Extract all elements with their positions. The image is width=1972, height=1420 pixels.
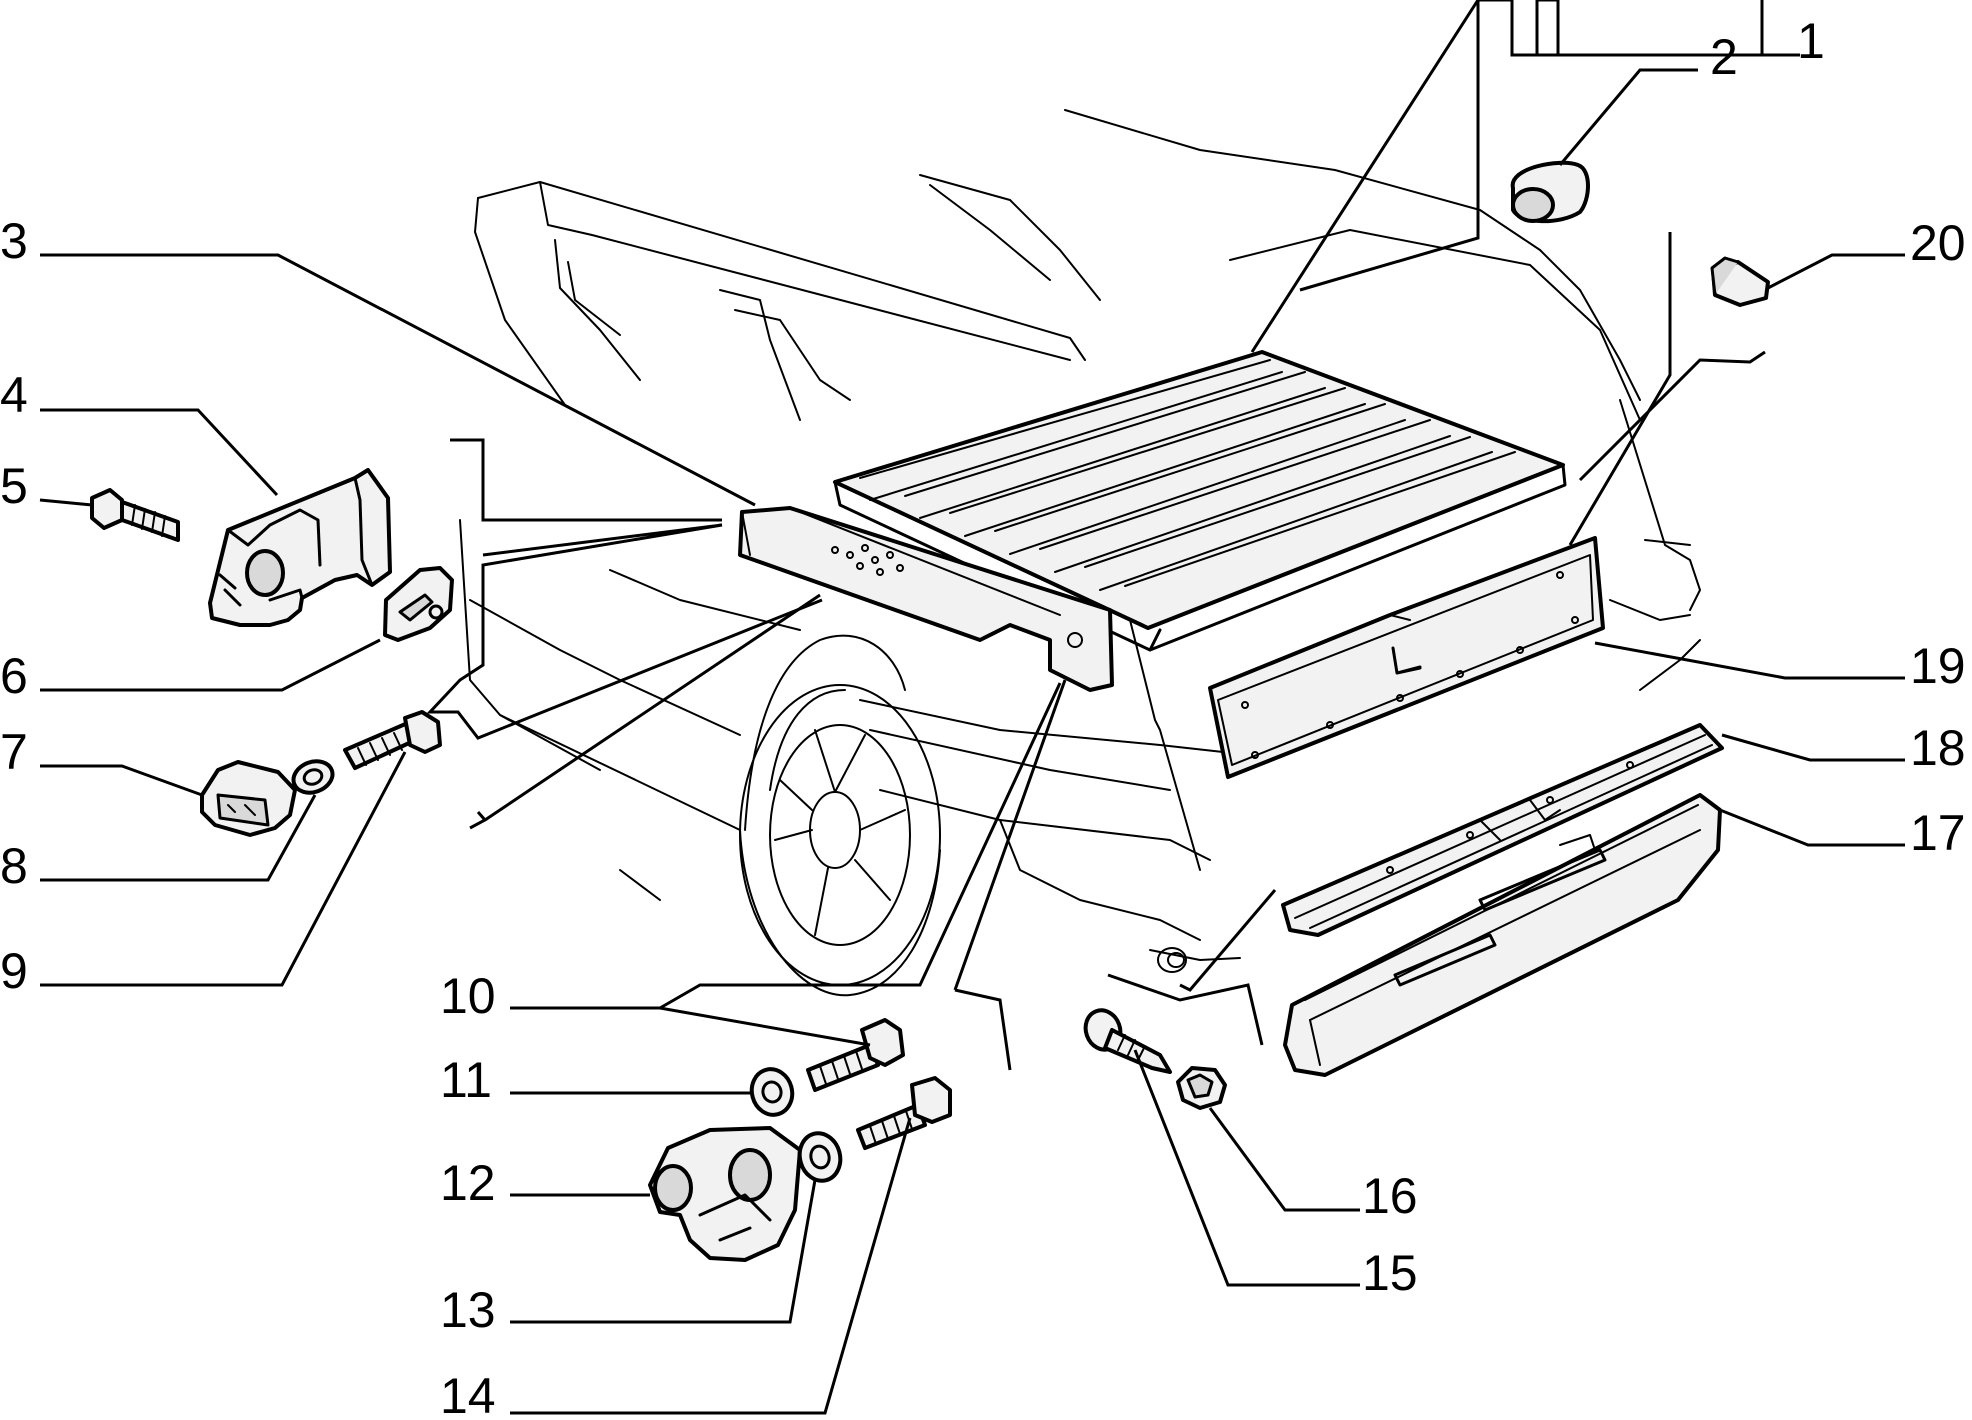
callout-2: 2 <box>1710 29 1738 85</box>
callout-17: 17 <box>1910 805 1966 861</box>
callout-5: 5 <box>0 458 28 514</box>
callout-1: 1 <box>1797 13 1825 69</box>
rear-panel <box>1208 536 1605 779</box>
car-body-outline <box>459 109 1701 997</box>
callout-12: 12 <box>440 1155 496 1211</box>
callout-10: 10 <box>440 968 496 1024</box>
hinge-bracket <box>208 468 392 627</box>
callout-14: 14 <box>440 1368 496 1415</box>
lock-striker <box>648 1126 802 1262</box>
callout-9: 9 <box>0 943 28 999</box>
callout-20: 20 <box>1910 215 1966 271</box>
stud-bolt-9 <box>343 710 442 770</box>
callout-15: 15 <box>1362 1245 1418 1301</box>
hex-bolt <box>90 488 180 542</box>
callout-8: 8 <box>0 838 28 894</box>
rubber-buffer <box>1510 160 1590 224</box>
parcel-shelf <box>833 350 1567 652</box>
callout-4: 4 <box>0 367 28 423</box>
washer-13 <box>797 1131 843 1183</box>
callout-11: 11 <box>440 1052 492 1108</box>
tapping-screw-15 <box>1083 1008 1172 1074</box>
callout-3: 3 <box>0 213 28 269</box>
callout-18: 18 <box>1910 720 1966 776</box>
shelf-support-bracket <box>738 506 1114 692</box>
lock-connector <box>200 760 297 837</box>
callout-13: 13 <box>440 1282 496 1338</box>
callout-labels: 1 2 3 4 5 6 7 8 9 10 11 12 13 14 15 16 1… <box>0 13 1966 1420</box>
screw-10 <box>806 1018 905 1092</box>
washer-8 <box>291 759 335 795</box>
locking-plate <box>383 566 454 642</box>
callout-6: 6 <box>0 648 28 704</box>
leader-lines <box>39 0 1905 1415</box>
plastic-clip <box>1710 256 1770 307</box>
lower-trim-panel <box>1283 793 1722 1077</box>
callout-19: 19 <box>1910 638 1966 694</box>
sill-trim <box>1281 723 1724 937</box>
callout-7: 7 <box>0 724 28 780</box>
clip-nut-16 <box>1176 1066 1227 1110</box>
callout-16: 16 <box>1362 1168 1418 1224</box>
screw-14 <box>856 1076 952 1150</box>
washer-11 <box>749 1067 795 1117</box>
